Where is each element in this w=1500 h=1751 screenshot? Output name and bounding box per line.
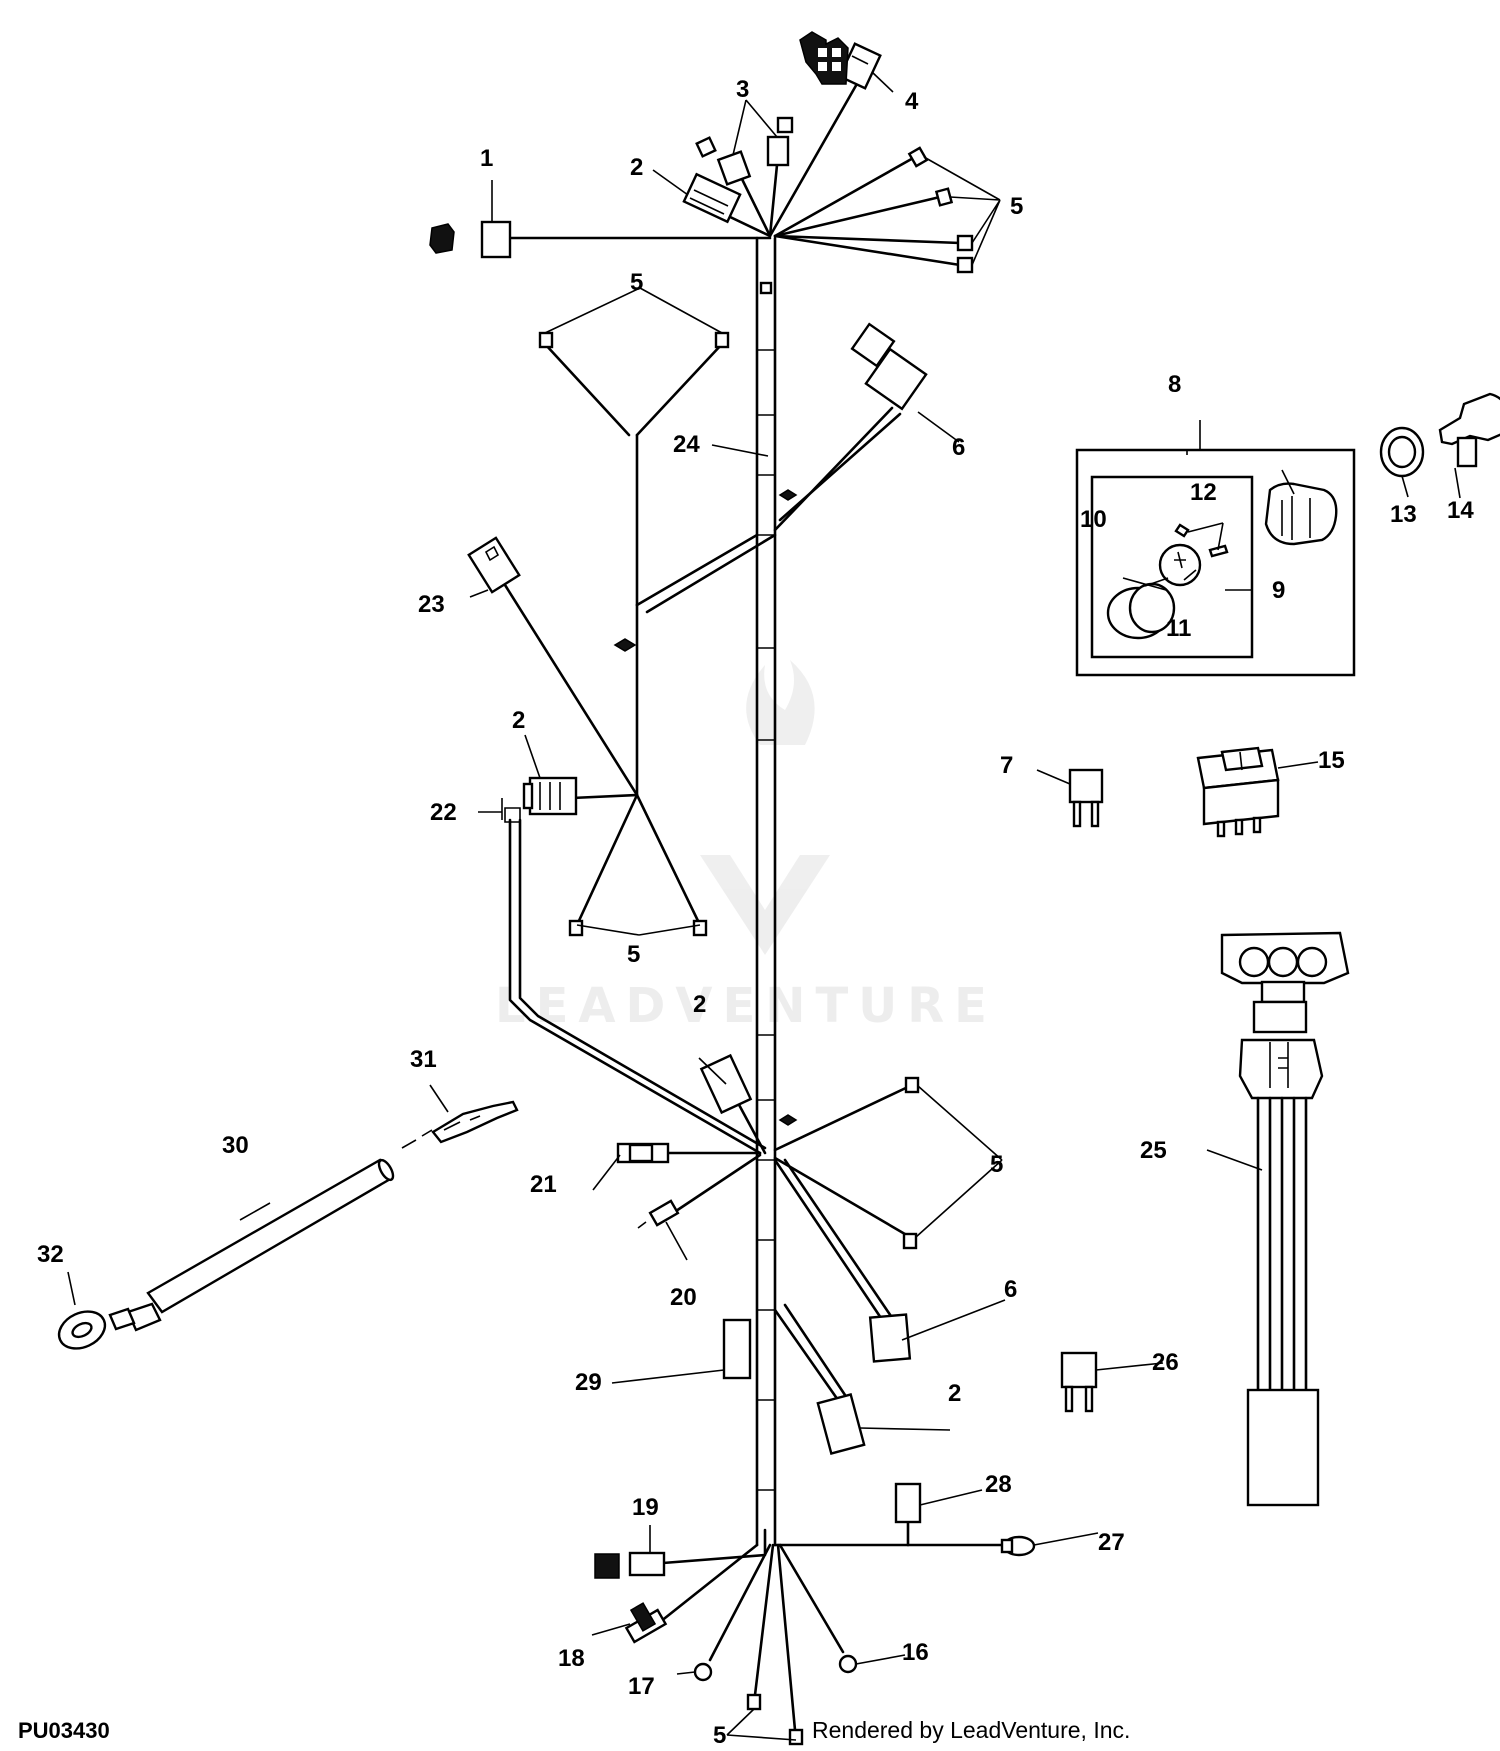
callout-12: 12 <box>1190 479 1217 506</box>
upper-left-branch <box>538 322 928 652</box>
callout-28: 28 <box>985 1471 1012 1498</box>
callout-3: 3 <box>736 76 749 103</box>
callout-17: 17 <box>628 1673 655 1700</box>
cable-assembly-30 <box>57 1100 519 1350</box>
watermark: LEADVENTURE <box>495 660 997 1034</box>
callout-18: 18 <box>558 1645 585 1672</box>
callout-20: 20 <box>670 1284 697 1311</box>
connector-harness-25 <box>1220 931 1350 1507</box>
callout-25: 25 <box>1140 1137 1167 1164</box>
callout-6: 6 <box>1004 1276 1017 1303</box>
loop-wire <box>501 798 767 1155</box>
fuse-7 <box>1068 768 1104 828</box>
callout-30: 30 <box>222 1132 249 1159</box>
drawing-id: PU03430 <box>18 1718 110 1743</box>
rendered-by-credit: Rendered by LeadVenture, Inc. <box>812 1717 1130 1743</box>
callout-15: 15 <box>1318 747 1345 774</box>
callout-5: 5 <box>713 1722 726 1749</box>
rocker-switch-15 <box>1196 746 1280 838</box>
callout-11: 11 <box>1166 615 1191 642</box>
callout-2: 2 <box>630 154 643 181</box>
callout-27: 27 <box>1098 1529 1125 1556</box>
callout-7: 7 <box>1000 752 1013 779</box>
callout-labels: 1 2 3 4 5 5 6 24 23 2 22 5 8 12 10 9 11 … <box>37 76 1474 1749</box>
callout-14: 14 <box>1447 497 1474 524</box>
callout-26: 26 <box>1152 1349 1179 1376</box>
callout-1: 1 <box>480 145 493 172</box>
callout-5: 5 <box>1010 193 1023 220</box>
top-connector-cluster <box>429 31 974 274</box>
fuse-26 <box>1060 1351 1098 1413</box>
key-and-bezel <box>1379 392 1500 478</box>
callout-13: 13 <box>1390 501 1417 528</box>
callout-5: 5 <box>990 1151 1003 1178</box>
callout-16: 16 <box>902 1639 929 1666</box>
callout-10: 10 <box>1080 506 1107 533</box>
mid-left-branch <box>467 536 708 937</box>
bottom-connector-cluster <box>594 1482 1036 1746</box>
callout-21: 21 <box>530 1171 557 1198</box>
callout-24: 24 <box>673 431 700 458</box>
callout-23: 23 <box>418 591 445 618</box>
part-29-label-tag <box>722 1318 752 1380</box>
callout-6: 6 <box>952 434 965 461</box>
ignition-switch-assembly <box>1075 420 1356 677</box>
callout-29: 29 <box>575 1369 602 1396</box>
lower-hub-cluster <box>616 1053 920 1455</box>
callout-32: 32 <box>37 1241 64 1268</box>
callout-2: 2 <box>948 1380 961 1407</box>
watermark-text: LEADVENTURE <box>495 978 997 1034</box>
callout-4: 4 <box>905 88 919 115</box>
main-harness-trunk <box>755 236 777 1547</box>
callout-19: 19 <box>632 1494 659 1521</box>
callout-8: 8 <box>1168 371 1181 398</box>
leader-lines <box>67 71 1461 1741</box>
callout-2: 2 <box>693 991 706 1018</box>
callout-31: 31 <box>410 1046 437 1073</box>
callout-22: 22 <box>430 799 457 826</box>
callout-5: 5 <box>630 269 643 296</box>
callout-5: 5 <box>627 941 640 968</box>
callout-9: 9 <box>1272 577 1285 604</box>
callout-2: 2 <box>512 707 525 734</box>
